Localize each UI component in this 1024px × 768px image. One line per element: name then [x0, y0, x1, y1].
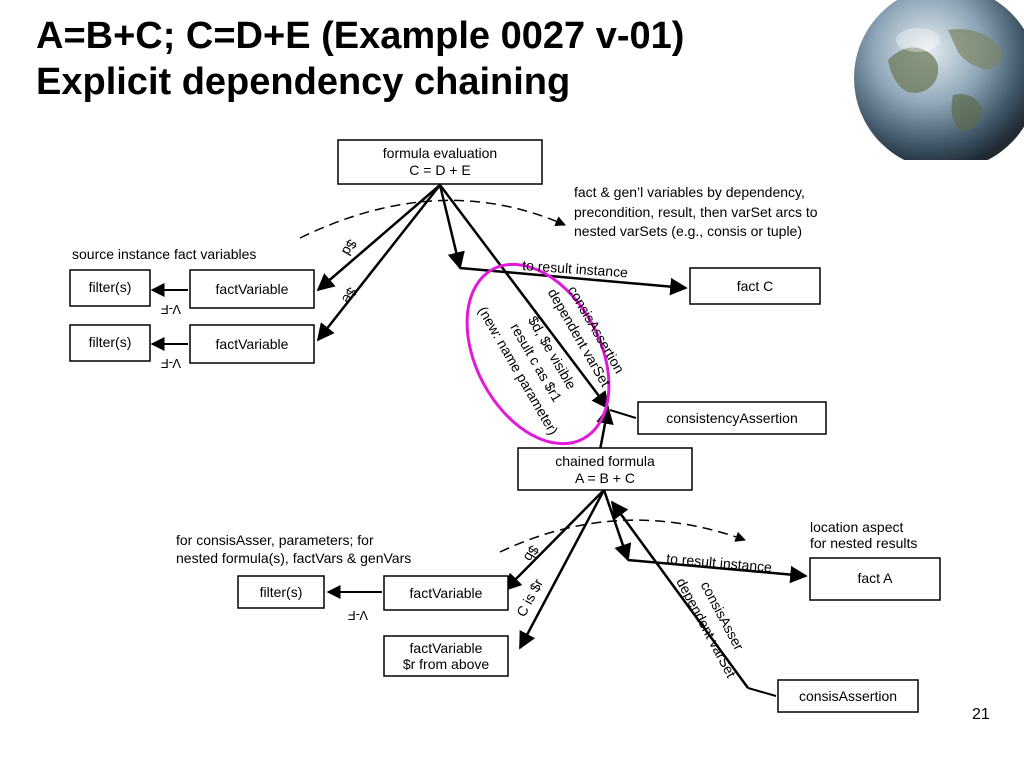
factvar-r-line1: factVariable	[410, 640, 483, 656]
dashed-arc-bottom	[499, 519, 746, 553]
for-consis-line2: nested formula(s), factVars & genVars	[176, 550, 411, 566]
vf-label-2: V-F	[161, 356, 181, 371]
source-instance-label: source instance fact variables	[72, 246, 256, 262]
consis-assertion-box: consisAssertion	[777, 679, 919, 713]
factvar-1-label: factVariable	[216, 281, 289, 297]
filter-box-1: filter(s)	[69, 269, 151, 307]
arrow-consis-bottom-link	[747, 687, 777, 697]
for-consis-line1: for consisAsser, parameters; for	[176, 532, 374, 548]
globe-icon	[854, 0, 1024, 160]
filter-2-label: filter(s)	[89, 334, 132, 350]
arrow-eval-to-result	[438, 184, 465, 270]
filter-3-label: filter(s)	[260, 584, 303, 600]
arrow-chained-to-factvar3	[503, 489, 605, 592]
title-line-1: A=B+C; C=D+E (Example 0027 v-01)	[36, 15, 685, 57]
factvariable-box-1: factVariable	[189, 269, 315, 309]
factvar-2-label: factVariable	[216, 336, 289, 352]
factvar-3-label: factVariable	[410, 585, 483, 601]
dollar-d-top: $d	[339, 237, 361, 258]
fact-c-label: fact C	[737, 278, 774, 294]
fact-a-box: fact A	[809, 557, 941, 601]
vf-label-1: V-F	[161, 302, 181, 317]
arrow-chained-to-factvar-r	[518, 489, 606, 650]
fact-gen-line2: precondition, result, then varSet arcs t…	[574, 204, 818, 220]
filter-1-label: filter(s)	[89, 279, 132, 295]
fact-gen-line1: fact & gen’l variables by dependency,	[574, 184, 805, 200]
factvar-r-line2: $r from above	[403, 656, 490, 672]
page-number: 21	[972, 706, 990, 723]
fact-gen-line3: nested varSets (e.g., consis or tuple)	[574, 223, 802, 239]
chained-formula-box: chained formula A = B + C	[517, 447, 693, 491]
to-result-top-label: to result instance	[522, 257, 629, 280]
formula-eval-line1: formula evaluation	[383, 145, 497, 161]
highlight-oval	[465, 262, 611, 446]
consistency-assertion-box: consistencyAssertion	[637, 401, 827, 435]
c-is-r-label: C is $r	[513, 576, 546, 620]
arrow-eval-to-factvar2	[316, 184, 441, 342]
filter-box-2: filter(s)	[69, 324, 151, 362]
fact-c-box: fact C	[689, 267, 821, 305]
dollar-b-label: $b	[521, 543, 543, 565]
arrow-result-to-factc	[459, 266, 688, 296]
arrow-consistency-link	[609, 409, 637, 419]
factvariable-r-box: factVariable $r from above	[383, 635, 509, 677]
consis-assertion-label: consisAssertion	[799, 688, 897, 704]
arrow-eval-to-consis	[439, 184, 610, 410]
vf-label-3: V-F	[348, 608, 368, 623]
formula-evaluation-box: formula evaluation C = D + E	[337, 139, 543, 185]
location-line1: location aspect	[810, 519, 904, 535]
factvariable-box-2: factVariable	[189, 324, 315, 364]
dashed-arc-top	[299, 199, 566, 239]
arrow-eval-to-factvar1	[316, 184, 441, 292]
arrow-chained-to-result	[602, 489, 632, 562]
arrow-consis-to-chained	[596, 406, 614, 451]
slide-title: A=B+C; C=D+E (Example 0027 v-01) Explici…	[36, 14, 684, 105]
title-line-2: Explicit dependency chaining	[36, 60, 571, 103]
to-result-bottom-label: to result instance	[666, 550, 773, 575]
chained-line1: chained formula	[555, 453, 655, 469]
filter-box-3: filter(s)	[237, 575, 325, 609]
formula-eval-line2: C = D + E	[409, 162, 470, 178]
dollar-e-top: $e	[339, 285, 361, 307]
chained-line2: A = B + C	[575, 470, 635, 486]
fact-a-label: fact A	[857, 570, 893, 586]
factvariable-box-3: factVariable	[383, 575, 509, 611]
consistency-assertion-label: consistencyAssertion	[666, 410, 798, 426]
arrow-chained-to-consis-bottom	[610, 500, 750, 689]
location-line2: for nested results	[810, 535, 917, 551]
